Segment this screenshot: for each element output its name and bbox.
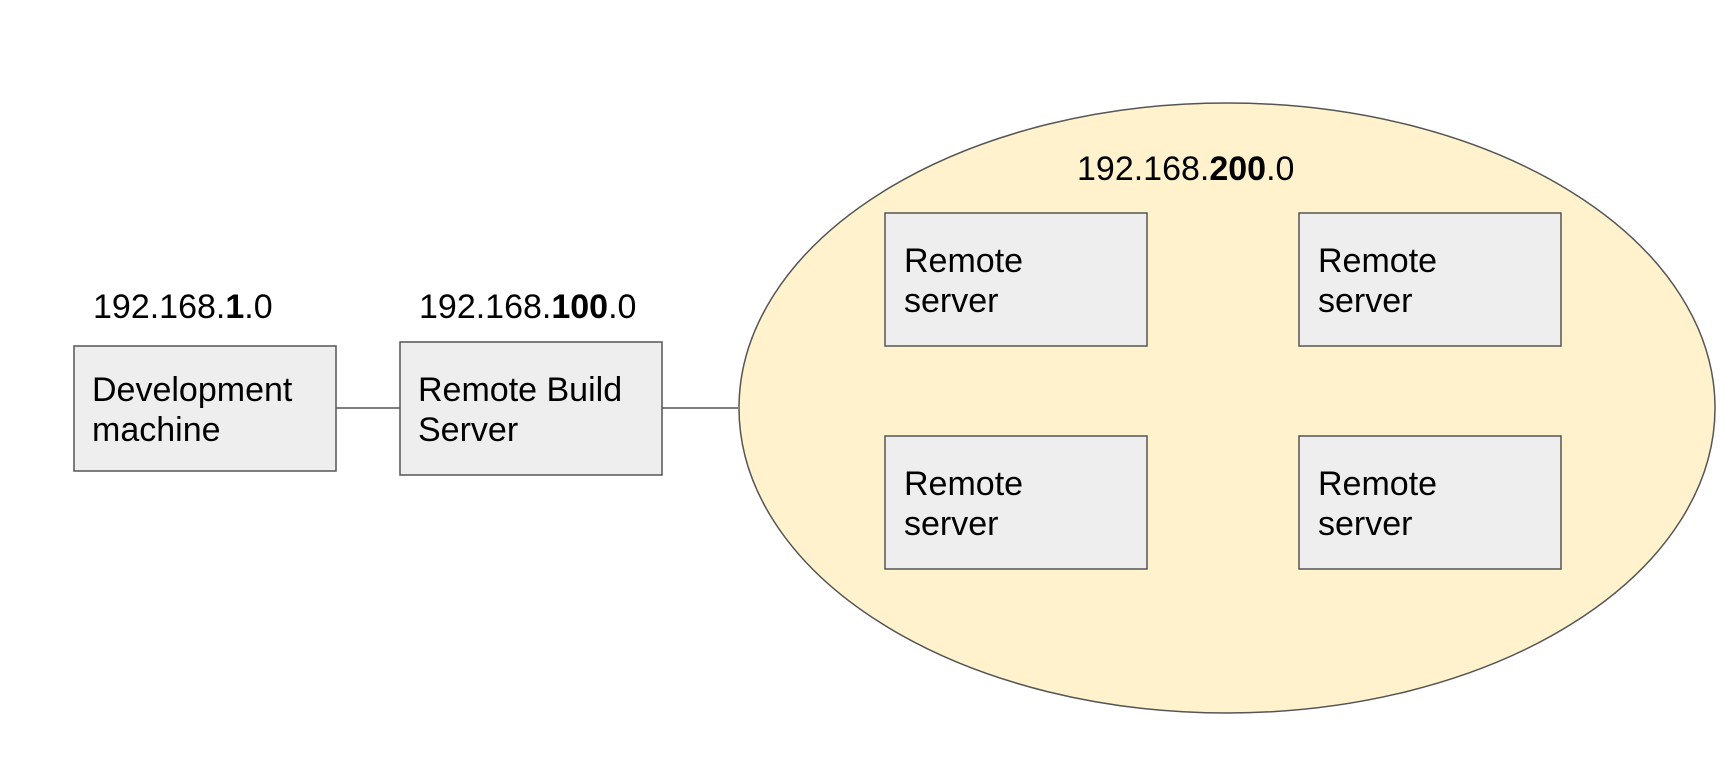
development-machine-node: Development machine xyxy=(73,345,337,472)
remote-server-node: Remote server xyxy=(1298,435,1562,570)
subnet-label-build: 192.168.100.0 xyxy=(419,288,636,326)
development-machine-box xyxy=(73,345,337,472)
remote-server-label: Remote server xyxy=(904,242,1033,320)
subnet-label-dev: 192.168.1.0 xyxy=(93,288,273,326)
remote-server-node: Remote server xyxy=(1298,212,1562,347)
remote-server-label: Remote server xyxy=(1318,242,1447,320)
remote-network-ellipse xyxy=(738,102,1716,714)
remote-server-box xyxy=(1298,435,1562,570)
remote-server-box xyxy=(884,212,1148,347)
remote-server-label: Remote server xyxy=(1318,465,1447,543)
remote-build-server-label: Remote Build Server xyxy=(418,371,632,449)
remote-server-node: Remote server xyxy=(884,212,1148,347)
remote-server-label: Remote server xyxy=(904,465,1033,543)
development-machine-label: Development machine xyxy=(92,371,302,449)
remote-build-server-node: Remote Build Server xyxy=(399,341,663,476)
remote-server-node: Remote server xyxy=(884,435,1148,570)
remote-build-server-box xyxy=(399,341,663,476)
remote-server-box xyxy=(884,435,1148,570)
subnet-label-remote: 192.168.200.0 xyxy=(1077,150,1294,188)
remote-server-box xyxy=(1298,212,1562,347)
